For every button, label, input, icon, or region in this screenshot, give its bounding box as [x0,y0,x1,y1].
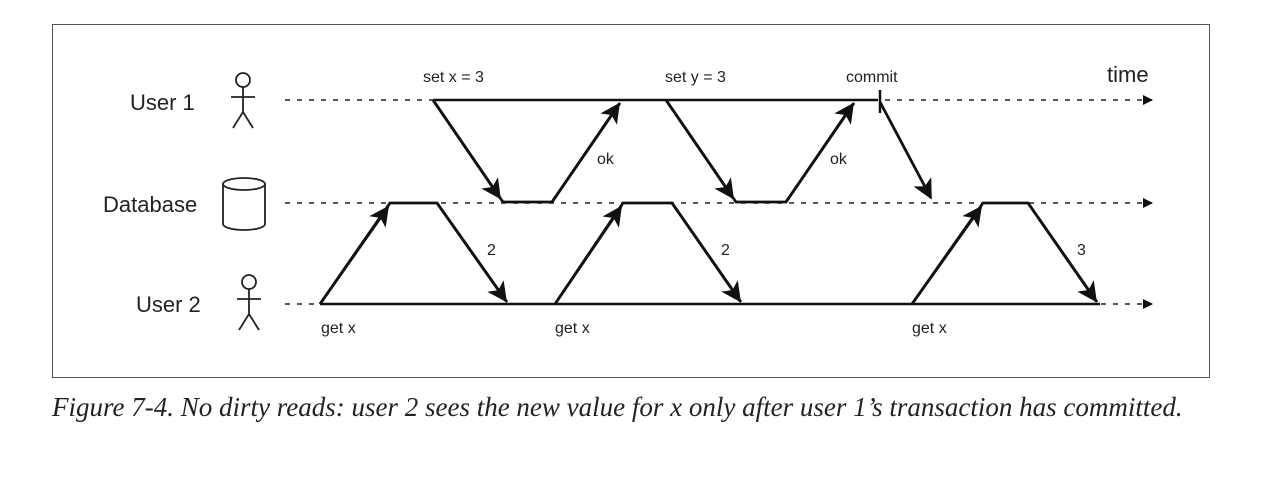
set-x-arrow [431,99,502,200]
time-axis-label: time [1107,62,1149,87]
get-x-2-response-arrow [670,202,742,303]
get-x-3-response-arrow [1026,202,1098,303]
diagram-frame [52,24,1210,378]
commit-arrow [878,101,933,200]
get-x-read-2 [553,201,743,305]
commit-label: commit [846,69,898,86]
participant-database-label: Database [103,192,197,217]
user1-person-icon [231,72,255,129]
set-y-label: set y = 3 [665,69,726,86]
get-x-label-3: get x [912,320,947,337]
participant-user1-label: User 1 [130,90,195,115]
set-y-arrow [664,99,735,200]
ok-label-2: ok [830,151,848,168]
user2-person-icon [237,274,261,331]
return-value-label-2: 2 [721,242,730,259]
set-y-request [664,99,856,204]
ok-label-1: ok [597,151,615,168]
database-icon [222,177,266,231]
get-x-label-1: get x [321,320,356,337]
set-x-request [431,99,622,204]
get-x-read-1 [318,201,509,305]
return-value-label-1: 2 [487,242,496,259]
get-x-1-request-arrow [318,205,390,305]
get-x-3-request-arrow [910,205,983,305]
get-x-read-3 [910,201,1099,305]
get-x-label-2: get x [555,320,590,337]
participant-user2-label: User 2 [136,292,201,317]
get-x-1-response-arrow [435,202,508,303]
set-y-ok-arrow [784,102,855,203]
return-value-label-3: 3 [1077,242,1086,259]
set-x-ok-arrow [550,102,621,203]
set-x-label: set x = 3 [423,69,484,86]
figure-caption: Figure 7-4. No dirty reads: user 2 sees … [52,392,1183,422]
get-x-2-request-arrow [553,205,623,305]
